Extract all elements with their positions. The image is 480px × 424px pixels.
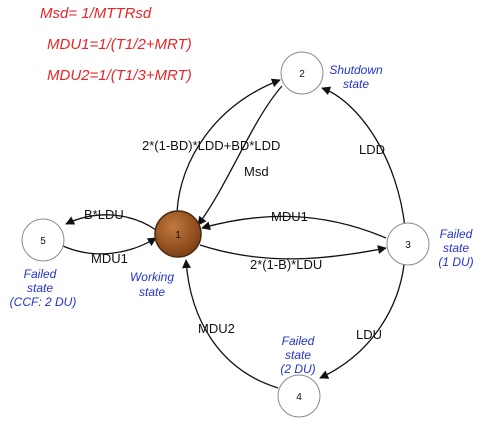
state-working-line-1: Working [130, 270, 174, 284]
state-shutdown-line-1: Shutdown [329, 63, 383, 77]
node-1-label: 1 [175, 230, 181, 241]
edge-label-1-to-5: B*LDU [84, 207, 124, 222]
edge-2-to-1 [197, 85, 283, 226]
node-3-label: 3 [405, 240, 411, 251]
edge-label-4-to-1: MDU2 [198, 321, 235, 336]
edge-3-to-4 [319, 264, 405, 379]
node-4-label: 4 [296, 392, 302, 403]
state-failed-2du-line-2: state [285, 348, 311, 362]
node-4: 4 [277, 374, 321, 418]
edge-label-3-to-1: MDU1 [271, 209, 308, 224]
edge-label-5-to-1: MDU1 [91, 251, 128, 266]
edge-label-1-to-2: 2*(1-BD)*LDD+BD*LDD [142, 138, 280, 153]
node-5-label: 5 [40, 236, 46, 247]
edge-3-to-2 [321, 86, 406, 229]
edge-label-2-to-1: Msd [244, 164, 269, 179]
state-shutdown-line-2: state [343, 77, 369, 91]
node-5: 5 [21, 218, 65, 262]
formula-mdu1: MDU1=1/(T1/2+MRT) [47, 36, 192, 53]
state-label-failed-2du: Failed state (2 DU) [280, 334, 315, 376]
state-failed-1du-line-1: Failed [440, 227, 473, 241]
edge-1-to-2 [176, 78, 281, 213]
node-1-working: 1 [154, 210, 202, 258]
state-failed-2du-line-3: (2 DU) [280, 362, 315, 376]
edge-3-to-1 [201, 215, 387, 239]
formula-msd: Msd= 1/MTTRsd [40, 5, 152, 22]
state-failed-2du-line-1: Failed [282, 334, 315, 348]
state-failed-1du-line-2: state [443, 241, 469, 255]
state-failed-ccf-line-1: Failed [24, 267, 57, 281]
state-label-working: Working state [130, 270, 174, 299]
edge-label-1-to-3: 2*(1-B)*LDU [250, 257, 322, 272]
state-label-shutdown: Shutdown state [329, 63, 383, 91]
state-label-failed-ccf: Failed state (CCF: 2 DU) [10, 267, 77, 309]
state-failed-ccf-line-3: (CCF: 2 DU) [10, 295, 77, 309]
edge-label-3-to-4: LDU [356, 327, 382, 342]
edge-label-3-to-2: LDD [359, 142, 385, 157]
state-label-failed-1du: Failed state (1 DU) [438, 227, 473, 269]
state-failed-1du-line-3: (1 DU) [438, 255, 473, 269]
node-2: 2 [280, 51, 324, 95]
edge-4-to-1 [182, 259, 279, 389]
node-2-label: 2 [299, 69, 305, 80]
edge-1-to-3 [199, 244, 387, 260]
state-working-line-2: state [139, 285, 165, 299]
edge-1-to-5 [65, 214, 157, 231]
edge-5-to-1 [62, 237, 157, 255]
state-failed-ccf-line-2: state [27, 281, 53, 295]
node-3: 3 [386, 222, 430, 266]
formula-mdu2: MDU2=1/(T1/3+MRT) [47, 67, 192, 84]
